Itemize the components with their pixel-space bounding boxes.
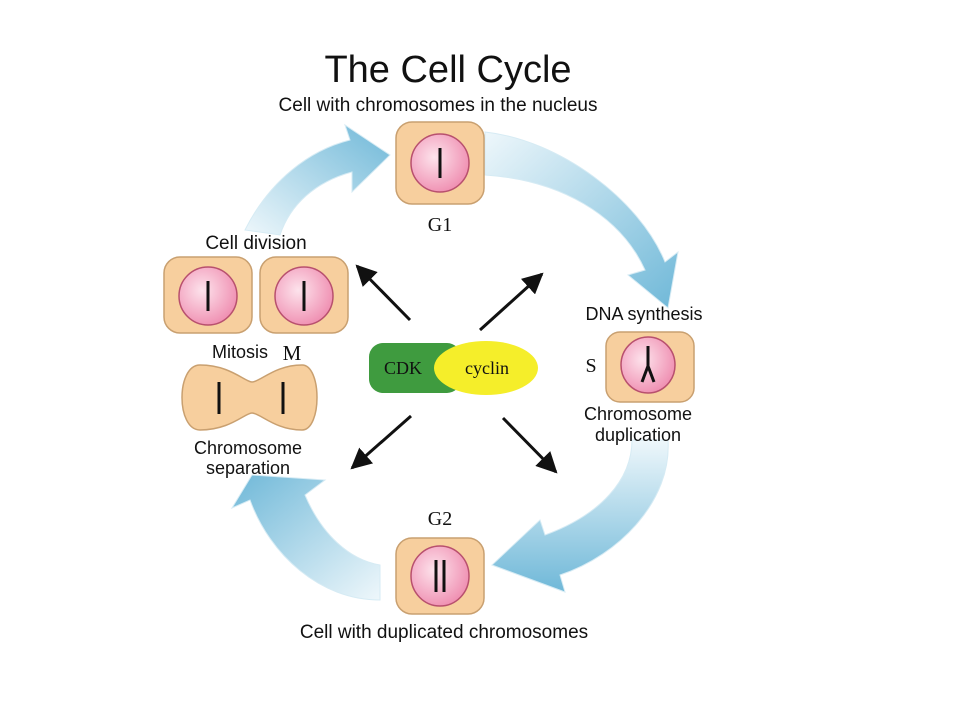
- cycle-arrow-g2-to-m: [230, 474, 381, 601]
- cyclin-shape: [434, 341, 538, 395]
- cell-daughter-left: [163, 256, 253, 334]
- phase-g1-label: G1: [428, 214, 452, 236]
- label-mitosis: Mitosis: [212, 342, 268, 362]
- label-chromosome-separation-1: Chromosome: [194, 438, 302, 458]
- regulation-arrow-to-g1s: [478, 272, 544, 332]
- nucleus-g2: [410, 545, 470, 607]
- cdk-label: CDK: [384, 358, 422, 378]
- regulation-arrow-to-g2: [501, 416, 558, 474]
- phase-s-label: S: [585, 355, 596, 377]
- cell-daughter-right: [259, 256, 349, 334]
- phase-g2-label: G2: [428, 508, 452, 530]
- label-bottom-cell: Cell with duplicated chromosomes: [300, 622, 588, 643]
- cycle-arrow-m-to-g1: [244, 123, 391, 236]
- phase-m-label: M: [283, 341, 302, 365]
- cell-g1: [395, 121, 485, 205]
- cell-separating: [181, 364, 318, 431]
- label-top-cell: Cell with chromosomes in the nucleus: [279, 95, 598, 116]
- cyclin-label: cyclin: [465, 358, 509, 378]
- chromosome-s: [640, 346, 656, 383]
- cdk-shape: [369, 343, 461, 393]
- cell-g2: [395, 537, 485, 615]
- regulation-arrow-to-separation: [350, 414, 412, 470]
- cdk-cyclin-complex: CDK cyclin: [369, 341, 538, 395]
- label-chromosome-duplication-1: Chromosome: [584, 404, 692, 424]
- diagram-title: The Cell Cycle: [324, 49, 571, 91]
- cycle-arrow-g1-to-s: [484, 131, 679, 309]
- cycle-arrow-s-to-g2: [491, 439, 669, 593]
- cell-s: [605, 331, 695, 403]
- label-cell-division: Cell division: [205, 233, 306, 254]
- regulation-arrow-to-m: [355, 264, 412, 322]
- label-dna-synthesis: DNA synthesis: [585, 304, 702, 324]
- label-chromosome-separation-2: separation: [206, 458, 290, 478]
- label-chromosome-duplication-2: duplication: [595, 425, 681, 445]
